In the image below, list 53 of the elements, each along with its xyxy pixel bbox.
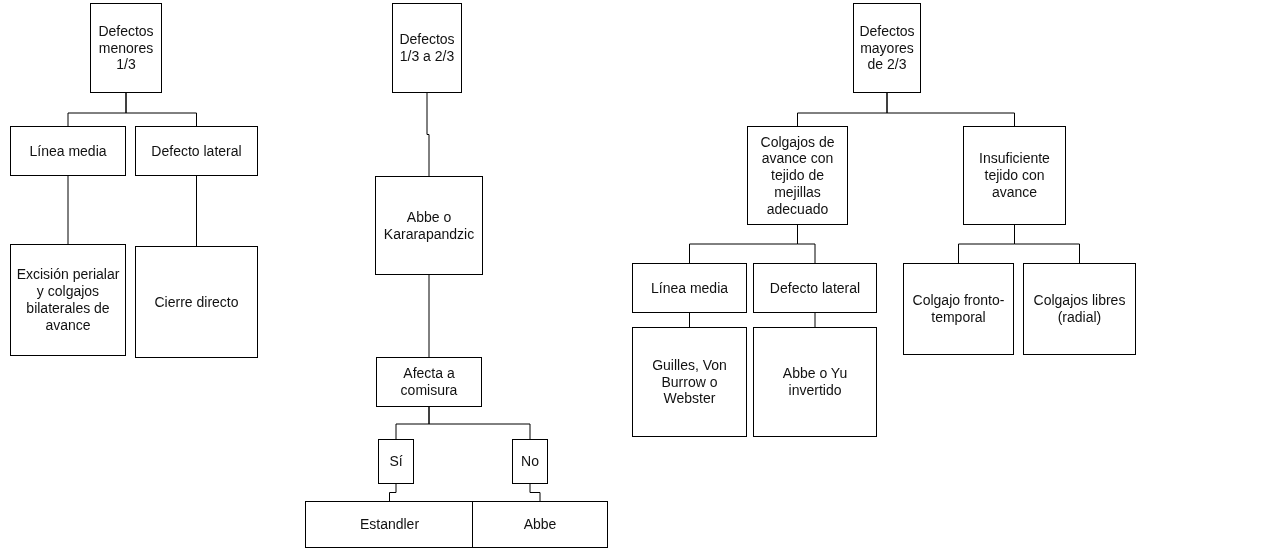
process-box bbox=[375, 176, 483, 275]
connector-line bbox=[814, 312, 816, 328]
box-label: Defectos menores 1/3 bbox=[97, 22, 155, 74]
box-label: Defecto lateral bbox=[151, 142, 242, 160]
connector-line bbox=[529, 483, 541, 502]
box-label: Insuficiente tejido con avance bbox=[978, 150, 1051, 201]
connector-line bbox=[689, 312, 690, 328]
box-label: Guilles, Von Burrow o Webster bbox=[651, 356, 728, 408]
box-label: Abbe bbox=[523, 516, 557, 533]
process-box bbox=[512, 439, 548, 484]
process-box bbox=[90, 3, 162, 93]
process-box bbox=[392, 3, 462, 93]
process-box bbox=[903, 263, 1014, 355]
connector-line bbox=[426, 92, 430, 177]
process-box bbox=[632, 327, 747, 437]
box-label: Estandler bbox=[359, 516, 420, 533]
box-label: Colgajos de avance con tejido de mejillas adecuado bbox=[759, 133, 836, 218]
process-box bbox=[135, 126, 258, 176]
box-label: No bbox=[521, 453, 539, 470]
process-box bbox=[963, 126, 1066, 225]
process-box bbox=[305, 501, 474, 548]
connector-line bbox=[67, 175, 69, 245]
connector-line bbox=[196, 175, 197, 247]
box-label: Defecto lateral bbox=[769, 279, 861, 297]
process-box bbox=[376, 357, 482, 407]
process-box bbox=[135, 246, 258, 358]
box-label: Defectos mayores de 2/3 bbox=[858, 22, 916, 74]
box-label: Afecta a comisura bbox=[399, 365, 459, 399]
box-label: Sí bbox=[389, 453, 403, 470]
connector-line bbox=[428, 274, 430, 358]
box-label: Colgajos libres (radial) bbox=[1032, 292, 1127, 326]
process-box bbox=[472, 501, 608, 548]
connector-line bbox=[886, 92, 1015, 127]
process-box bbox=[10, 244, 126, 356]
connector-line bbox=[389, 483, 397, 502]
process-box bbox=[10, 126, 126, 176]
process-box bbox=[853, 3, 921, 93]
process-box bbox=[747, 126, 848, 225]
process-box bbox=[753, 263, 877, 313]
process-box bbox=[378, 439, 414, 484]
box-label: Abbe o Kararapandzic bbox=[382, 208, 476, 243]
box-label: Excisión perialar y colgajos bilaterales de avance bbox=[15, 266, 121, 334]
process-box bbox=[632, 263, 747, 313]
box-label: Línea media bbox=[650, 279, 729, 297]
box-label: Cierre directo bbox=[154, 293, 239, 311]
connector-line bbox=[428, 406, 531, 440]
box-label: Abbe o Yu invertido bbox=[781, 365, 849, 399]
connector-line bbox=[125, 92, 197, 127]
process-box bbox=[753, 327, 877, 437]
process-box bbox=[1023, 263, 1136, 355]
box-label: Defectos 1/3 a 2/3 bbox=[398, 31, 456, 65]
box-label: Línea media bbox=[29, 142, 107, 160]
box-label: Colgajo fronto-temporal bbox=[911, 292, 1006, 326]
